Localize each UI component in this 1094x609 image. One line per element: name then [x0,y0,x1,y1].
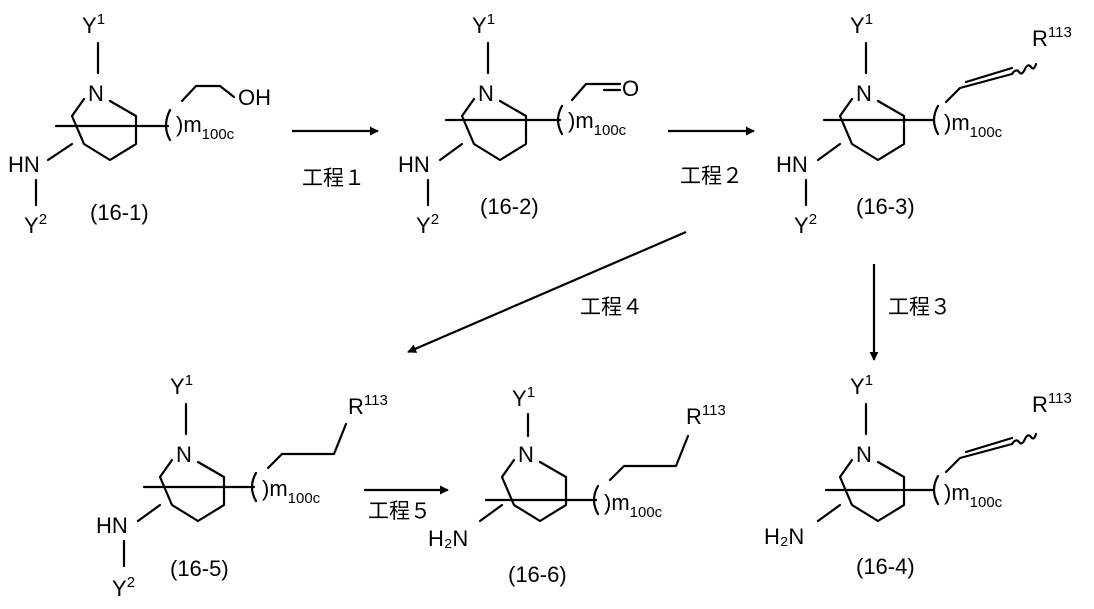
y2-label: Y2 [416,211,439,238]
m-index: )m100c [944,480,1003,511]
oh-label: OH [238,85,271,110]
y1-label: Y1 [850,11,873,38]
h2n-bond [480,505,502,521]
y1-label: Y1 [850,372,873,399]
alkyl-chain [610,436,688,480]
piperidine-ring [72,99,136,160]
compound-16-6: N Y1 H₂N R113 )m100c (16-6) [428,384,726,587]
hydroxy-chain [182,86,234,101]
y2-label: Y2 [794,211,817,238]
m-index: )m100c [176,112,235,143]
compound-16-2: N Y1 HN Y2 O )m100c (16-2) [398,11,639,238]
n-atom: N [856,81,872,106]
y1-label: Y1 [512,384,535,411]
r113-label: R113 [1032,390,1072,417]
m-paren-open [934,476,938,504]
r113-label: R113 [1032,24,1072,51]
hn-label: HN [776,152,808,177]
m-index: )m100c [568,108,627,139]
step-3: 工程３ [874,264,951,360]
hn-bond [440,144,462,160]
compound-label: (16-4) [856,554,915,579]
y1-label: Y1 [170,372,193,399]
hn-label: HN [398,152,430,177]
step-1: 工程１ [292,131,378,190]
step-2-label: 工程２ [680,165,743,188]
n-atom: N [856,442,872,467]
h2n-label: H₂N [428,526,468,551]
n-atom: N [518,442,534,467]
compound-16-3: N Y1 HN Y2 R113 )m100c (16-3) [776,11,1072,238]
compound-label: (16-5) [170,556,229,581]
n-atom: N [176,442,192,467]
r113-label: R113 [686,402,726,429]
compound-16-1: N Y1 HN Y2 OH )m100c (16-1) [8,11,271,238]
hn-label: HN [96,513,128,538]
piperidine-ring [462,99,526,160]
step-5-label: 工程５ [368,500,431,523]
arrow-4 [408,232,686,352]
compound-label: (16-6) [508,562,567,587]
step-4: 工程４ [408,232,686,352]
alkyl-chain [268,424,346,468]
hn-bond [48,144,72,160]
n-atom: N [88,81,104,106]
compound-16-5: N Y1 HN Y2 R113 )m100c (16-5) [96,372,388,601]
o-label: O [622,76,639,101]
hn-label: HN [8,152,40,177]
step-4-label: 工程４ [580,296,643,319]
compound-label: (16-1) [90,200,149,225]
m-index: )m100c [604,490,663,521]
y2-label: Y2 [24,211,47,238]
m-paren-open [934,106,938,134]
r113-label: R113 [348,392,388,419]
y2-label: Y2 [112,574,135,601]
n-atom: N [478,81,494,106]
m-index: )m100c [944,110,1003,141]
y1-label: Y1 [82,11,105,38]
hn-bond [138,505,160,521]
wavy-bond [1012,434,1036,444]
piperidine-ring [160,460,224,521]
step-2: 工程２ [668,131,754,188]
step-5: 工程５ [364,490,448,523]
y1-label: Y1 [472,11,495,38]
aldehyde-chain [572,84,606,100]
piperidine-ring [840,99,904,160]
step-1-label: 工程１ [302,167,365,190]
compound-label: (16-2) [480,194,539,219]
m-index: )m100c [262,476,321,507]
compound-16-4: N Y1 H₂N R113 )m100c (16-4) [764,372,1072,579]
compound-label: (16-3) [856,194,915,219]
hn-bond [818,144,840,160]
wavy-bond [1012,64,1036,74]
piperidine-ring [502,460,566,521]
h2n-label: H₂N [764,524,804,549]
step-3-label: 工程３ [888,296,951,319]
h2n-bond [818,505,840,521]
